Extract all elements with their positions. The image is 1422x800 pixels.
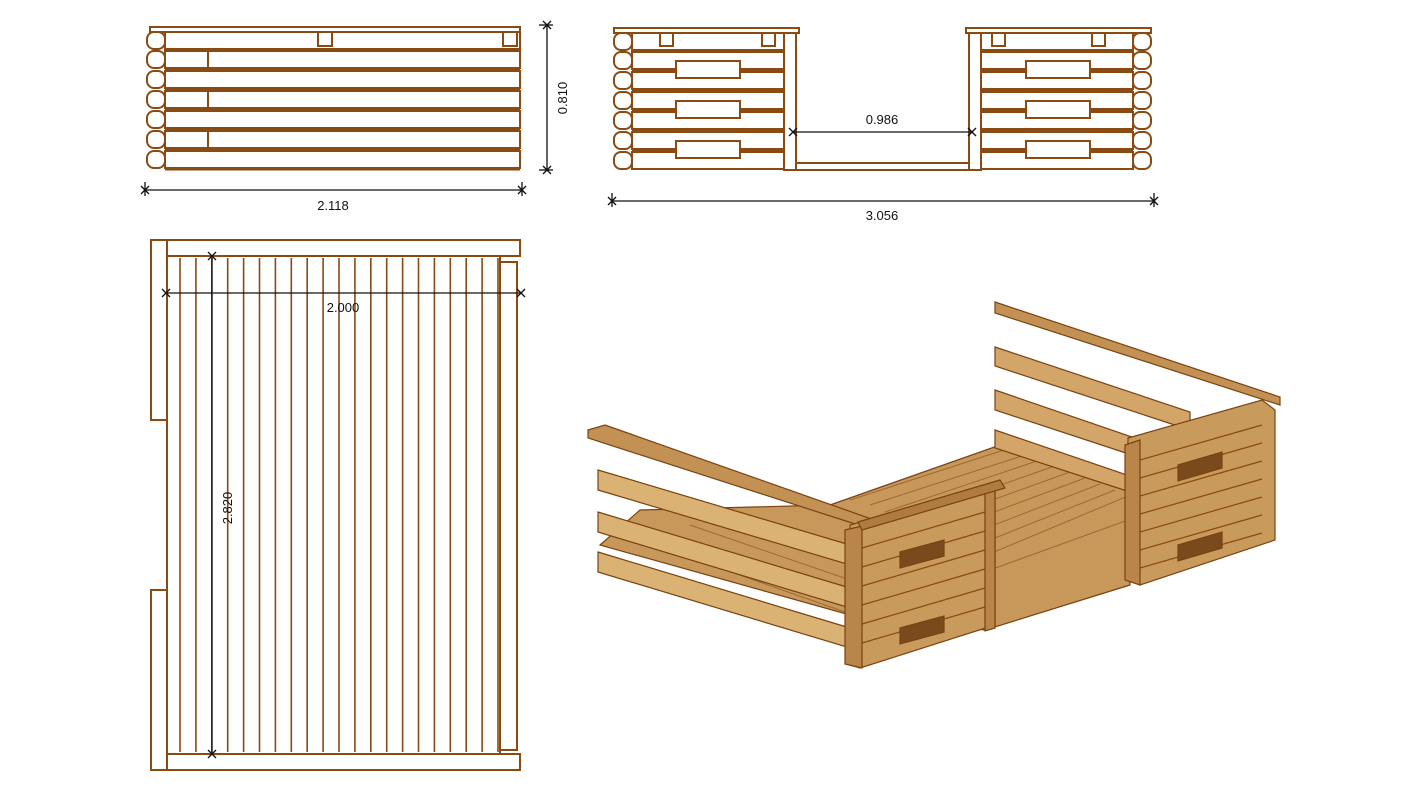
front-dimensions — [140, 20, 553, 196]
floor-deck-boards — [179, 258, 499, 752]
side-opening-label: 0.986 — [866, 112, 899, 127]
side-dimensions — [607, 127, 1159, 207]
side-right-log-ends — [1132, 32, 1152, 170]
floor-plan-view — [150, 239, 521, 771]
iso-back-top-rail — [994, 301, 1281, 406]
side-total-width-label: 3.056 — [866, 208, 899, 223]
front-height-label: 0.810 — [555, 82, 570, 115]
side-left-log-ends — [613, 32, 633, 170]
front-width-label: 2.118 — [317, 198, 349, 213]
floor-width-label: 2.000 — [327, 300, 360, 315]
side-elevation-view — [613, 27, 1152, 171]
floor-dimensions — [161, 251, 526, 759]
front-log-ends — [146, 31, 166, 169]
front-log-courses — [164, 31, 521, 171]
front-elevation-view — [146, 26, 521, 171]
isometric-view — [587, 301, 1281, 669]
floor-depth-label: 2.820 — [220, 492, 235, 525]
